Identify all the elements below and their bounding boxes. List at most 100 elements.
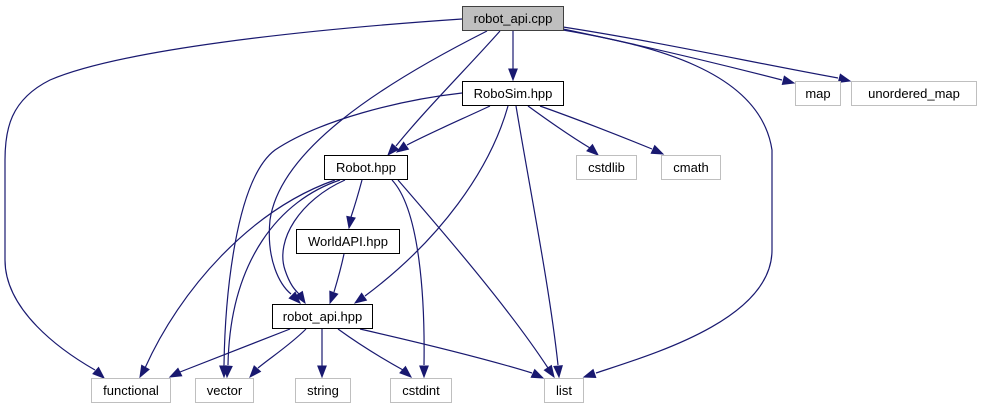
node-map: map (795, 81, 841, 106)
edge-robot-api-hpp-to-string (317, 329, 327, 379)
node-label: cstdint (402, 383, 440, 398)
arrowhead-icon (582, 368, 597, 379)
edges-layer (4, 18, 852, 379)
edge-line (397, 179, 549, 369)
node-label: vector (207, 383, 243, 398)
arrowhead-icon (346, 215, 356, 230)
edge-line (257, 328, 307, 369)
arrowhead-icon (395, 141, 410, 153)
node-cstdint: cstdint (390, 378, 452, 403)
arrowhead-icon (387, 143, 400, 157)
node-box (462, 81, 564, 106)
node-worldapi-hpp[interactable]: WorldAPI.hpp (296, 229, 400, 254)
edge-robosim-hpp-to-robot-api-hpp (353, 105, 509, 304)
node-box (91, 378, 171, 403)
edge-line (179, 328, 291, 373)
node-robot-hpp[interactable]: Robot.hpp (324, 155, 408, 180)
edge-robot-api-cpp-to-map (562, 28, 796, 85)
node-box (851, 81, 977, 106)
edge-line (350, 179, 363, 218)
node-box (390, 378, 452, 403)
edge-robosim-hpp-to-cmath (539, 105, 665, 155)
edge-line (337, 328, 404, 371)
node-label: RoboSim.hpp (474, 86, 553, 101)
arrowhead-icon (399, 365, 413, 378)
edge-line (364, 105, 509, 297)
node-label: WorldAPI.hpp (308, 234, 388, 249)
edge-line (395, 30, 501, 147)
edge-line (144, 179, 336, 369)
arrowhead-icon (553, 365, 563, 379)
edge-robosim-hpp-to-robot-hpp (395, 105, 491, 153)
node-label: list (556, 383, 572, 398)
edge-robosim-hpp-to-cstdlib (527, 105, 600, 156)
node-box (324, 155, 408, 180)
edge-robot-hpp-to-functional (139, 179, 336, 379)
arrowhead-icon (508, 68, 518, 82)
edge-robot-api-cpp-to-list (562, 29, 773, 379)
node-robosim-hpp[interactable]: RoboSim.hpp (462, 81, 564, 106)
node-label: cmath (673, 160, 708, 175)
arrowhead-icon (317, 365, 327, 379)
node-label: string (307, 383, 339, 398)
arrowhead-icon (837, 73, 852, 83)
edge-robosim-hpp-to-list (515, 105, 563, 379)
node-label: unordered_map (868, 86, 960, 101)
node-box (661, 155, 721, 180)
edge-line (333, 253, 345, 293)
edge-line (406, 105, 491, 146)
node-box (544, 378, 584, 403)
edge-robot-api-hpp-to-list (359, 328, 545, 379)
node-box (295, 378, 351, 403)
arrowhead-icon (294, 290, 306, 305)
edge-line (227, 179, 341, 366)
node-label: robot_api.cpp (474, 11, 553, 26)
edge-robot-api-cpp-to-robot-hpp (387, 30, 501, 157)
arrowhead-icon (650, 144, 665, 155)
node-cmath: cmath (661, 155, 721, 180)
node-cstdlib: cstdlib (576, 155, 637, 180)
edge-robot-api-hpp-to-cstdint (337, 328, 413, 378)
edge-robot-api-hpp-to-functional (168, 328, 291, 378)
arrowhead-icon (329, 290, 339, 305)
arrowhead-icon (543, 364, 555, 379)
arrowhead-icon (586, 143, 600, 156)
node-box (272, 304, 373, 329)
node-box (296, 229, 400, 254)
edge-line (527, 105, 591, 149)
edge-line (562, 26, 839, 79)
edge-line (539, 105, 653, 150)
edge-robot-api-cpp-to-robosim-hpp (508, 31, 518, 82)
arrowhead-icon (419, 365, 429, 379)
node-label: cstdlib (588, 160, 625, 175)
edge-robot-api-hpp-to-vector (249, 328, 307, 379)
node-label: map (805, 86, 830, 101)
edge-robot-hpp-to-worldapi-hpp (346, 179, 363, 230)
arrowhead-icon (249, 365, 262, 379)
edge-robot-hpp-to-cstdint (391, 179, 429, 379)
edge-robot-api-cpp-to-functional (4, 18, 463, 379)
edge-worldapi-hpp-to-robot-api-hpp (329, 253, 345, 305)
node-unordered-map: unordered_map (851, 81, 977, 106)
node-label: robot_api.hpp (283, 309, 363, 324)
node-box (462, 6, 564, 31)
arrowhead-icon (139, 364, 150, 379)
arrowhead-icon (92, 366, 106, 379)
edge-line (391, 179, 425, 366)
node-label: functional (103, 383, 159, 398)
arrowhead-icon (353, 292, 368, 304)
node-list: list (544, 378, 584, 403)
node-robot-api-cpp[interactable]: robot_api.cpp (462, 6, 564, 31)
node-label: Robot.hpp (336, 160, 396, 175)
edge-line (359, 328, 533, 374)
edge-line (515, 105, 559, 366)
edge-robot-hpp-to-list (397, 179, 555, 379)
arrowhead-icon (781, 75, 796, 85)
arrowhead-icon (168, 367, 183, 378)
node-box (195, 378, 254, 403)
edge-line (282, 179, 346, 295)
node-robot-api-hpp[interactable]: robot_api.hpp (272, 304, 373, 329)
node-functional: functional (91, 378, 171, 403)
